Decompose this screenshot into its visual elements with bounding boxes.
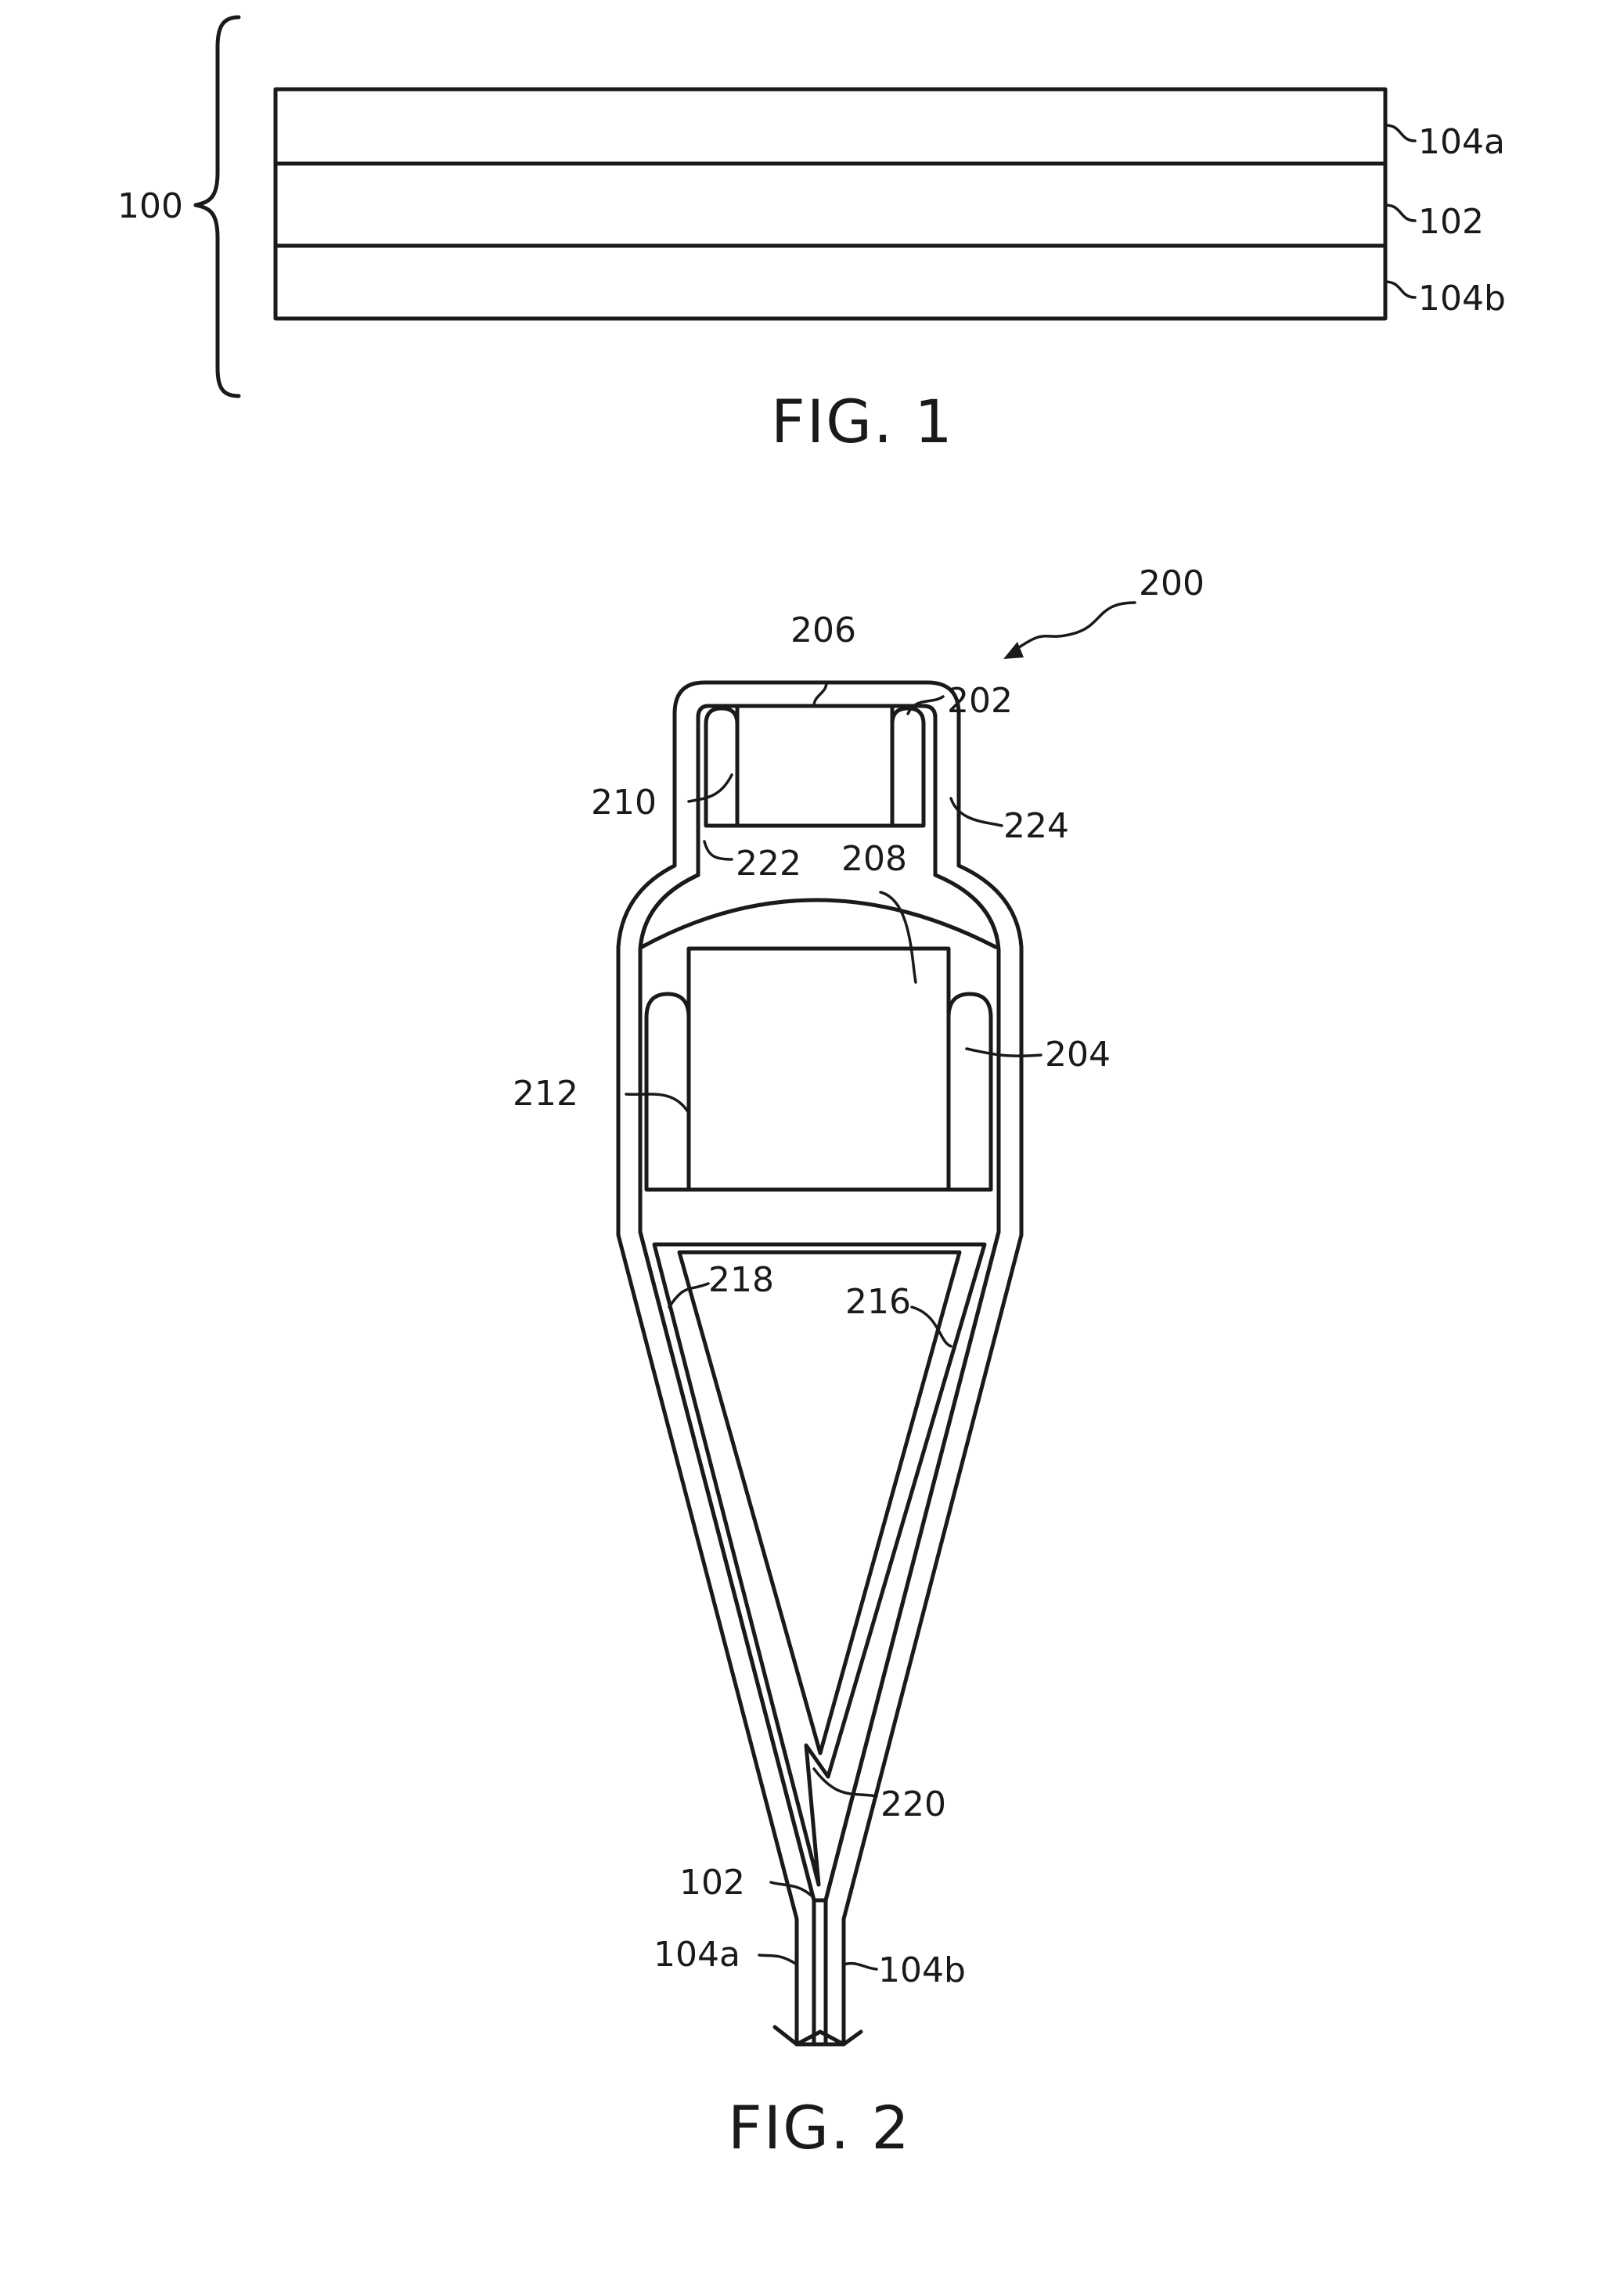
fig1-layer-102	[275, 164, 1385, 246]
fig2-caption: FIG. 2	[728, 2093, 911, 2162]
fig2-leader-104b	[844, 1964, 877, 1969]
fig2-label-222: 222	[736, 844, 801, 884]
fig2-leader-216	[912, 1307, 951, 1346]
fig2-arrow-200	[1014, 603, 1135, 651]
fig1-brace	[196, 17, 239, 396]
fig2-label-200: 200	[1139, 564, 1204, 603]
fig2-slot-212	[646, 994, 689, 1190]
fig2-plug-208	[689, 949, 949, 1190]
fig2-leader-210	[689, 775, 732, 801]
fig2-dome	[642, 900, 996, 947]
fig2-label-212: 212	[513, 1074, 578, 1114]
fig2-label-206: 206	[790, 610, 856, 650]
fig1-label-104b: 104b	[1418, 279, 1506, 319]
fig2-label-224: 224	[1003, 806, 1069, 846]
fig2-label-104a: 104a	[654, 1935, 740, 1975]
fig2-leader-204	[967, 1049, 1041, 1056]
fig2-arrowhead-200	[1003, 642, 1024, 659]
fig1-laminate	[275, 89, 1385, 319]
fig2-cut-mark	[775, 2027, 861, 2044]
fig1-layer-104a	[275, 89, 1385, 164]
fig2-label-218: 218	[708, 1260, 774, 1300]
fig1-layer-104b	[275, 246, 1385, 319]
fig1-label-104a: 104a	[1418, 122, 1505, 162]
fig2-label-204: 204	[1045, 1035, 1111, 1075]
fig2-label-210: 210	[591, 783, 657, 823]
fig2-article	[618, 682, 1021, 2044]
fig1-caption: FIG. 1	[771, 387, 954, 456]
fig2-slot-210	[706, 708, 737, 826]
fig2-leader-206	[814, 682, 826, 706]
fig2-leader-222	[704, 841, 732, 859]
fig2-label-220: 220	[880, 1784, 946, 1824]
fig2-slot-202	[892, 708, 924, 826]
fig1-leader-104b	[1385, 282, 1415, 297]
fig1-label-102: 102	[1418, 202, 1484, 242]
fig2-leader-212	[626, 1094, 689, 1113]
fig2-label-208: 208	[841, 839, 907, 879]
fig2-label-102: 102	[679, 1863, 745, 1903]
fig2-leader-104a	[759, 1955, 797, 1964]
fig2-slot-204	[949, 994, 991, 1190]
fig2-plug-206	[737, 706, 892, 826]
fig2-label-202: 202	[947, 681, 1013, 721]
fig1-leader-102	[1385, 205, 1415, 221]
fig2-label-104b: 104b	[878, 1950, 966, 1990]
fig2-label-216: 216	[845, 1282, 911, 1322]
fig1-leader-104a	[1385, 125, 1415, 141]
fig1-label-100: 100	[117, 186, 183, 226]
